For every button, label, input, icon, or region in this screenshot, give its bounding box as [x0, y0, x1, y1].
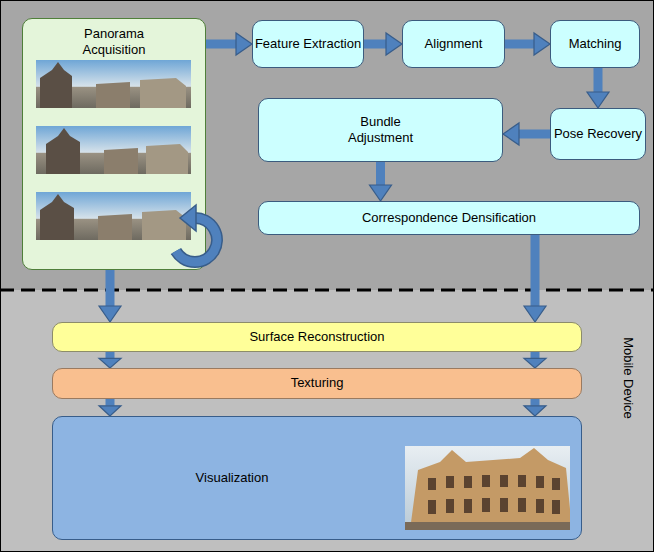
arrow-head [503, 123, 519, 145]
acquisition-panel: Panorama Acquisition [22, 18, 206, 270]
dashed-divider [0, 289, 654, 292]
process-box: Feature Extraction [252, 20, 364, 68]
arrow-shaft [531, 399, 540, 406]
flow-arrow [99, 352, 121, 368]
building-image [405, 446, 570, 530]
arrow-shaft [206, 40, 236, 49]
arrow-head [99, 406, 121, 416]
arrow-shaft [376, 162, 385, 185]
arrow-shaft [106, 352, 115, 358]
arrow-shaft [531, 235, 540, 306]
node-label: Visualization [196, 470, 269, 486]
arrow-shaft [364, 40, 386, 49]
visualization-box: Visualization [52, 416, 582, 540]
flow-arrow [505, 33, 550, 55]
process-box: Pose Recovery [550, 108, 646, 160]
flow-arrow [524, 399, 546, 416]
flow-arrow [99, 399, 121, 416]
arrow-shaft [106, 399, 115, 406]
node-label: Bundle Adjustment [341, 114, 421, 147]
flow-arrow [370, 162, 392, 201]
panorama-strip [36, 192, 191, 240]
process-box: Matching [550, 20, 640, 68]
arrow-head [236, 33, 252, 55]
flow-arrow [587, 68, 609, 108]
panorama-strip [36, 126, 191, 174]
flow-arrow [206, 33, 252, 55]
arrow-head [587, 92, 609, 108]
arrow-shaft [531, 352, 540, 358]
arrow-head [534, 33, 550, 55]
arrow-head [99, 358, 121, 368]
node-label: Surface Reconstruction [249, 329, 384, 345]
node-label: Alignment [425, 36, 483, 52]
arrow-head [524, 406, 546, 416]
flow-arrow [503, 123, 550, 145]
arrow-head [370, 185, 392, 201]
flow-arrow [524, 235, 546, 322]
stage-band: Surface Reconstruction [52, 322, 582, 352]
arrow-head [524, 306, 546, 322]
stage-band: Texturing [52, 368, 582, 399]
arrow-head [386, 33, 402, 55]
arrow-shaft [594, 68, 603, 92]
region-label-text: Mobile Device [620, 337, 636, 419]
process-box: Bundle Adjustment [258, 98, 503, 162]
node-label: Pose Recovery [554, 126, 642, 142]
arrow-shaft [106, 270, 115, 306]
process-box: Correspondence Densification [258, 201, 640, 235]
mobile-region [0, 290, 654, 552]
node-label: Panorama Acquisition [64, 26, 164, 59]
flow-arrow [524, 352, 546, 368]
desktop-region [0, 0, 654, 290]
region-label: Mobile Device [620, 337, 636, 419]
node-label: Feature Extraction [255, 36, 361, 52]
arrow-head [99, 306, 121, 322]
loop-arrow [176, 205, 217, 262]
panorama-strip [36, 60, 191, 108]
arrow-shaft [519, 130, 550, 139]
arrow-shaft [505, 40, 534, 49]
flow-arrow [364, 33, 402, 55]
arrow-head [524, 358, 546, 368]
process-box: Alignment [402, 20, 505, 68]
node-label: Correspondence Densification [362, 210, 536, 226]
node-label: Matching [569, 36, 622, 52]
flow-arrow [99, 270, 121, 322]
node-label: Texturing [291, 375, 344, 391]
